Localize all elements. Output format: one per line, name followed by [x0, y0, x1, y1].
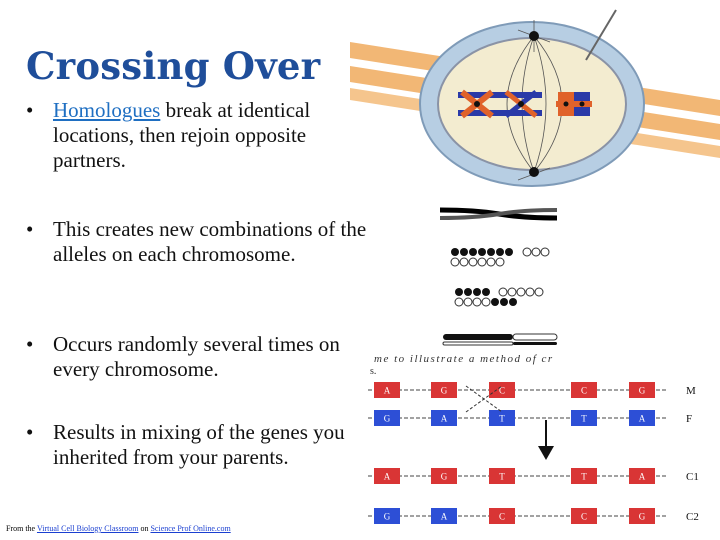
centrosome-top: [529, 31, 539, 41]
gene-letter: C: [581, 386, 587, 396]
gene-letter: A: [441, 512, 448, 522]
rejoined-strands: [442, 333, 558, 346]
bullet-marker: •: [26, 98, 34, 122]
chromosome-pair-left: [458, 89, 542, 119]
gene-row: A G T T A C1: [368, 468, 699, 484]
gene-letter: C: [499, 512, 505, 522]
gene-box: [374, 382, 400, 398]
row-label: C2: [686, 511, 699, 523]
gene-letter: T: [581, 414, 587, 424]
gene-letter: A: [384, 386, 391, 396]
gene-box: [489, 410, 515, 426]
diagram-caption-2: s.: [370, 366, 376, 377]
pointer-line: [585, 9, 617, 61]
bead-row: [454, 287, 544, 307]
bead-row: [450, 247, 550, 267]
footer-credit: From the Virtual Cell Biology Classroom …: [6, 524, 231, 533]
gene-letter: G: [384, 414, 391, 424]
gene-box: [571, 468, 597, 484]
gene-letter: C: [499, 386, 505, 396]
row-label: C1: [686, 471, 699, 483]
gene-box: [571, 410, 597, 426]
cell-division-illustration: [350, 9, 720, 187]
bullet-text: Occurs randomly several times on every c…: [53, 332, 340, 381]
bullet-item: • Results in mixing of the genes you inh…: [26, 420, 376, 470]
chromosome-pair-right: [556, 92, 592, 116]
bullet-marker: •: [26, 217, 34, 241]
gene-box: [374, 468, 400, 484]
row-label: M: [686, 385, 696, 397]
crossing-strands: [439, 207, 558, 221]
gene-letter: T: [581, 472, 587, 482]
gene-letter: G: [441, 472, 448, 482]
gene-letter: T: [499, 472, 505, 482]
bullet-text: This creates new combinations of the all…: [53, 217, 367, 266]
crossover-mark: [465, 385, 503, 413]
gene-box: [431, 468, 457, 484]
gene-letter: A: [441, 414, 448, 424]
gene-letter: G: [639, 512, 646, 522]
gene-box: [629, 410, 655, 426]
gene-box: [571, 508, 597, 524]
gene-letter: C: [581, 512, 587, 522]
homologues-link[interactable]: Homologues: [53, 98, 161, 122]
gene-box: [489, 508, 515, 524]
diagram-caption: me to illustrate a method of cr: [374, 353, 554, 365]
science-prof-link[interactable]: Science Prof Online.com: [150, 524, 231, 533]
gene-box: [571, 382, 597, 398]
bullet-item: • This creates new combinations of the a…: [26, 217, 376, 267]
bullet-item: • Homologues break at identical location…: [26, 98, 376, 173]
gene-letter: G: [639, 386, 646, 396]
gene-box: [374, 410, 400, 426]
gene-letter: A: [639, 472, 646, 482]
bullet-item: • Occurs randomly several times on every…: [26, 332, 376, 382]
gene-letter: G: [441, 386, 448, 396]
cell-body: [437, 37, 627, 171]
down-arrow-icon: [538, 420, 554, 460]
virtual-cell-link[interactable]: Virtual Cell Biology Classroom: [36, 524, 139, 533]
gene-box: [489, 382, 515, 398]
bullet-text: Results in mixing of the genes you inher…: [53, 420, 345, 469]
footer-middle: on: [138, 524, 151, 533]
gene-box: [431, 410, 457, 426]
gene-letter: G: [384, 512, 391, 522]
row-label: F: [686, 413, 692, 425]
gene-box: [629, 508, 655, 524]
gene-box: [629, 468, 655, 484]
bullet-text: break at identical locations, then rejoi…: [53, 98, 311, 172]
bullet-marker: •: [26, 332, 34, 356]
gene-letter: A: [384, 472, 391, 482]
bullet-marker: •: [26, 420, 34, 444]
gene-box: [431, 508, 457, 524]
gene-box: [629, 382, 655, 398]
gene-box: [489, 468, 515, 484]
gene-letter: A: [639, 414, 646, 424]
gene-row: G A C C G C2: [368, 508, 699, 524]
gene-box: [374, 508, 400, 524]
footer-prefix: From the: [6, 524, 37, 533]
gene-box: [431, 382, 457, 398]
chromatid-beads-illustration: [439, 207, 558, 346]
centrosome-bottom: [529, 167, 539, 177]
slide-title: Crossing Over: [26, 44, 321, 88]
gene-letter: T: [499, 414, 505, 424]
